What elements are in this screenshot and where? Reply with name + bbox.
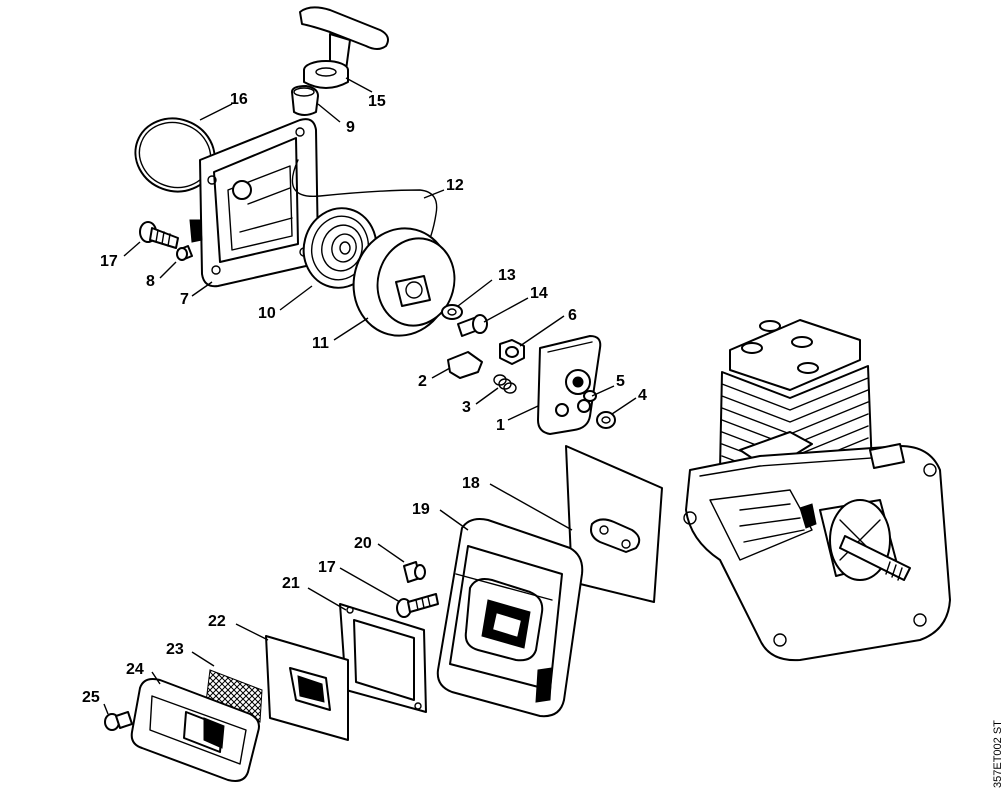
engine-crankcase xyxy=(683,443,951,662)
callout-5: 5 xyxy=(616,373,625,390)
cover-gasket xyxy=(339,603,427,713)
callout-17-lower: 17 xyxy=(318,559,336,576)
callout-12: 12 xyxy=(446,177,464,194)
fan-housing xyxy=(189,118,319,288)
cover-screw xyxy=(104,711,133,731)
baffle-plate xyxy=(265,635,349,741)
pawl xyxy=(447,351,483,379)
callout-16: 16 xyxy=(230,91,248,108)
spark-arrestor-screen xyxy=(205,669,263,723)
callout-25: 25 xyxy=(82,689,100,706)
muffler-screw-long xyxy=(396,593,439,618)
callout-10: 10 xyxy=(258,305,276,322)
callout-18: 18 xyxy=(462,475,480,492)
pawl-carrier xyxy=(537,335,602,435)
end-cover xyxy=(130,678,260,782)
callout-11: 11 xyxy=(312,335,329,352)
callout-2: 2 xyxy=(418,373,427,390)
housing-screw xyxy=(139,221,179,249)
spring-clip xyxy=(596,411,616,429)
muffler-gasket xyxy=(565,445,663,603)
drawing-code: 357ET002 ST xyxy=(992,720,1004,788)
callout-7: 7 xyxy=(180,291,189,308)
washer xyxy=(441,304,463,320)
callout-17-top: 17 xyxy=(100,253,118,270)
carrier-washer xyxy=(583,390,597,402)
callout-23: 23 xyxy=(166,641,184,658)
callout-13: 13 xyxy=(498,267,516,284)
muffler xyxy=(436,518,584,718)
callout-19: 19 xyxy=(412,501,430,518)
rope-guide xyxy=(291,85,319,116)
rope-rotor xyxy=(352,227,456,337)
leader-lines xyxy=(103,77,637,715)
callout-3: 3 xyxy=(462,399,471,416)
callout-22: 22 xyxy=(208,613,226,630)
starter-grip xyxy=(299,6,389,71)
callout-15: 15 xyxy=(368,93,386,110)
callout-labels: 1 2 3 4 5 6 7 8 9 10 11 12 13 14 15 16 1… xyxy=(82,91,647,706)
starter-rope xyxy=(291,159,438,261)
callout-21: 21 xyxy=(282,575,300,592)
rotor-screw xyxy=(457,314,488,337)
callout-6: 6 xyxy=(568,307,577,324)
pawl-spring xyxy=(493,374,517,394)
hex-nut xyxy=(499,339,525,365)
callout-8: 8 xyxy=(146,273,155,290)
callout-20: 20 xyxy=(354,535,372,552)
muffler-screw-short xyxy=(403,561,426,583)
rope-guide-bushing xyxy=(303,60,349,89)
callout-1: 1 xyxy=(496,417,505,434)
callout-9: 9 xyxy=(346,119,355,136)
sleeve xyxy=(176,245,193,261)
callout-24: 24 xyxy=(126,661,144,678)
callout-14: 14 xyxy=(530,285,548,302)
callout-4: 4 xyxy=(638,387,647,404)
